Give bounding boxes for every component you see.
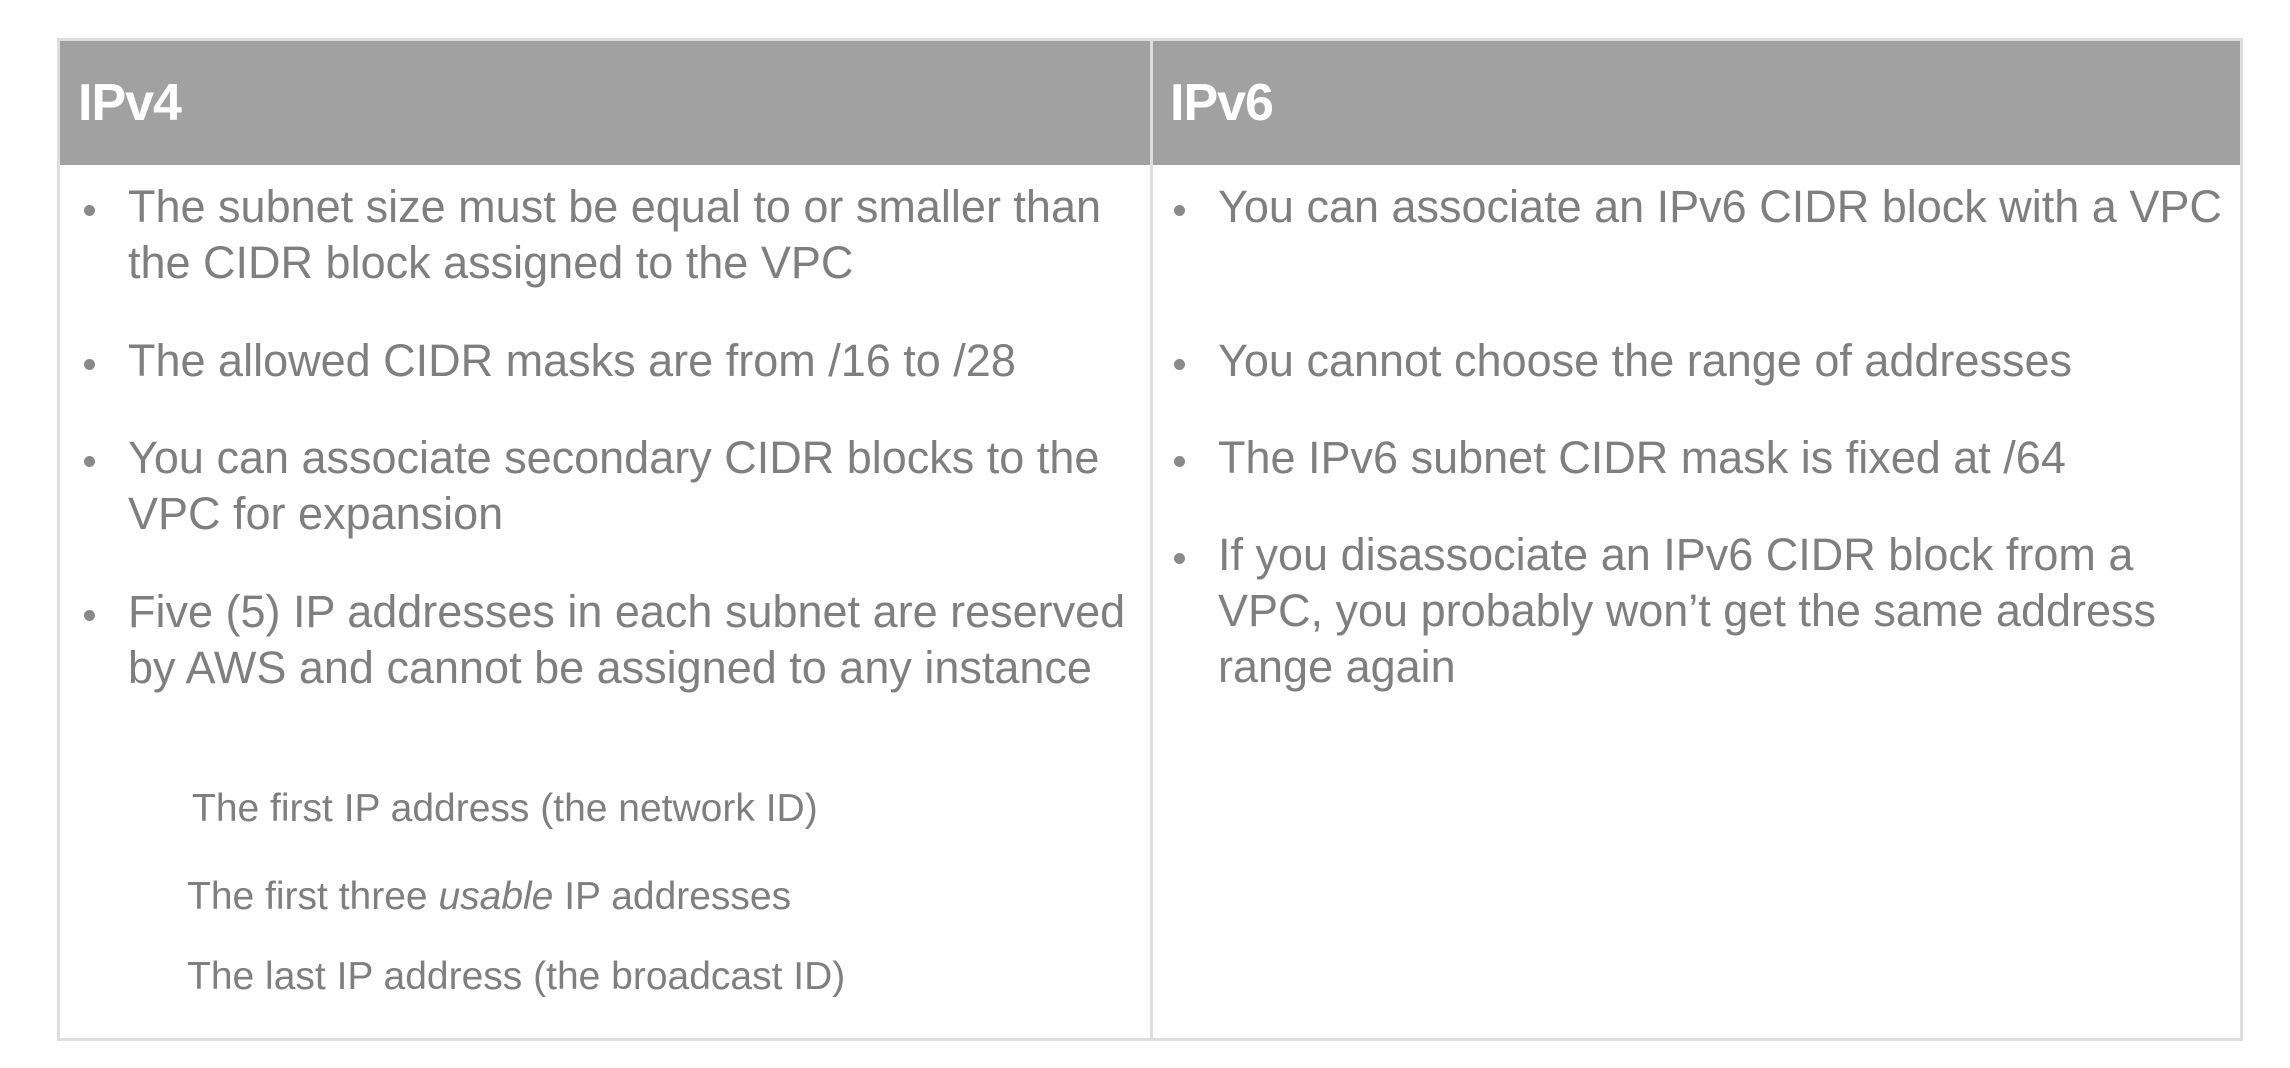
list-item-text: The subnet size must be equal to or smal… (128, 181, 1102, 288)
column-divider (1150, 41, 1153, 1038)
bullet-icon (1174, 456, 1185, 467)
bullet-icon (84, 610, 95, 621)
reserved-address-first: The first IP address (the network ID) (192, 787, 818, 830)
reserved-address-usable: The first three usable IP addresses (187, 873, 791, 921)
list-item-text: Five (5) IP addresses in each subnet are… (128, 586, 1126, 693)
reserved-address-last: The last IP address (the broadcast ID) (187, 955, 846, 998)
list-item-text: The IPv6 subnet CIDR mask is fixed at /6… (1218, 432, 2066, 483)
header-ipv4: IPv4 (60, 41, 1150, 165)
list-item: The allowed CIDR masks are from /16 to /… (60, 333, 1150, 389)
ipv6-column: You can associate an IPv6 CIDR block wit… (1150, 165, 2240, 1038)
bullet-icon (1174, 553, 1185, 564)
list-item-text: If you disassociate an IPv6 CIDR block f… (1218, 529, 2157, 692)
usable-prefix: The first three (187, 875, 439, 918)
bullet-icon (1174, 359, 1185, 370)
ipv4-column: The subnet size must be equal to or smal… (60, 165, 1150, 1038)
bullet-icon (84, 359, 95, 370)
list-item-text: The allowed CIDR masks are from /16 to /… (128, 335, 1016, 386)
list-item: You can associate secondary CIDR blocks … (60, 430, 1150, 542)
comparison-table: IPv4 IPv6 The subnet size must be equal … (57, 38, 2243, 1041)
bullet-icon (1174, 205, 1185, 216)
list-item-text: You can associate an IPv6 CIDR block wit… (1218, 181, 2222, 232)
list-item: If you disassociate an IPv6 CIDR block f… (1150, 527, 2240, 695)
list-item: The subnet size must be equal to or smal… (60, 179, 1150, 291)
list-item-text: You can associate secondary CIDR blocks … (128, 432, 1100, 539)
list-item: Five (5) IP addresses in each subnet are… (60, 584, 1150, 696)
list-item: You can associate an IPv6 CIDR block wit… (1150, 179, 2240, 235)
bullet-icon (84, 456, 95, 467)
list-item-text: You cannot choose the range of addresses (1218, 335, 2072, 386)
usable-suffix: IP addresses (553, 875, 792, 918)
bullet-icon (84, 205, 95, 216)
header-ipv6: IPv6 (1150, 41, 2240, 165)
list-item: You cannot choose the range of addresses (1150, 333, 2240, 389)
list-item: The IPv6 subnet CIDR mask is fixed at /6… (1150, 430, 2240, 486)
usable-emphasis: usable (438, 875, 554, 918)
